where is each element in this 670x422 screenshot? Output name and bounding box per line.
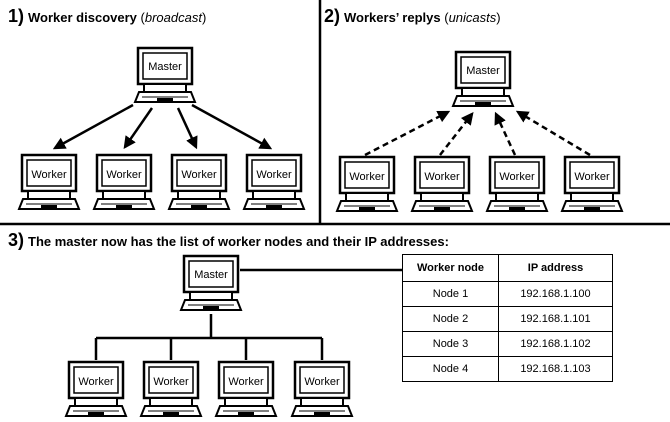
section-1-worker-3: Worker <box>167 153 231 211</box>
broadcast-arrows <box>52 103 273 150</box>
section-1-master-label: Master <box>148 61 182 73</box>
unicast-arrow-1 <box>364 110 451 157</box>
node-name-cell: Node 3 <box>402 331 499 357</box>
section-1-worker-3-label: Worker <box>181 169 217 181</box>
section-2-open-paren: ( <box>444 10 449 25</box>
section-1-worker-1: Worker <box>17 153 81 211</box>
unicast-arrow-4 <box>515 110 591 157</box>
section-3-worker-4: Worker <box>290 360 354 418</box>
section-1-master-computer: Master <box>133 46 197 104</box>
worker-ip-table: Worker node IP address Node 1 192.168.1.… <box>402 254 613 382</box>
broadcast-arrow-3 <box>176 107 198 150</box>
ip-address-column-header: IP address <box>498 254 613 282</box>
section-3-title: The master now has the list of worker no… <box>28 234 449 249</box>
worker-node-column-header: Worker node <box>402 254 499 282</box>
table-row: Node 1 192.168.1.100 <box>402 281 613 307</box>
ip-address-cell: 192.168.1.102 <box>498 331 613 357</box>
section-1-open-paren: ( <box>140 10 145 25</box>
table-row: Node 3 192.168.1.102 <box>402 331 613 357</box>
unicast-arrow-3 <box>494 111 517 156</box>
section-3-worker-4-label: Worker <box>304 376 340 388</box>
section-2-number: 2) <box>324 6 341 26</box>
unicast-arrow-2 <box>439 112 474 156</box>
section-2-worker-4-label: Worker <box>574 171 610 183</box>
section-3-worker-3: Worker <box>214 360 278 418</box>
section-2-worker-1: Worker <box>335 155 399 213</box>
unicast-arrows <box>364 110 591 157</box>
section-2-close-paren: ) <box>496 10 501 25</box>
section-3-master-computer: Master <box>179 254 243 312</box>
section-3-worker-2-label: Worker <box>153 376 189 388</box>
section-1-worker-2: Worker <box>92 153 156 211</box>
section-2-title: Workers’ replys <box>344 10 441 25</box>
broadcast-arrow-2 <box>123 107 154 150</box>
section-1-worker-4: Worker <box>242 153 306 211</box>
section-1-title: Worker discovery <box>28 10 137 25</box>
section-2-worker-2: Worker <box>410 155 474 213</box>
section-3-number: 3) <box>8 230 25 250</box>
section-1-note: broadcast <box>144 10 202 25</box>
section-1-worker-1-label: Worker <box>31 169 67 181</box>
section-2-master-label: Master <box>466 65 500 77</box>
section-2-worker-3-label: Worker <box>499 171 535 183</box>
section-3-worker-2: Worker <box>139 360 203 418</box>
section-1-number: 1) <box>8 6 25 26</box>
table-row: Node 2 192.168.1.101 <box>402 306 613 332</box>
section-1-worker-2-label: Worker <box>106 169 142 181</box>
node-name-cell: Node 1 <box>402 281 499 307</box>
section-2-worker-4: Worker <box>560 155 624 213</box>
section-2-worker-2-label: Worker <box>424 171 460 183</box>
ip-address-cell: 192.168.1.100 <box>498 281 613 307</box>
section-2-master-computer: Master <box>451 50 515 108</box>
section-1-close-paren: ) <box>201 10 207 25</box>
table-header-row: Worker node IP address <box>402 254 613 282</box>
node-name-cell: Node 2 <box>402 306 499 332</box>
section-3-worker-3-label: Worker <box>228 376 264 388</box>
section-3-heading: 3)The master now has the list of worker … <box>8 230 449 251</box>
section-1-heading: 1)Worker discovery (broadcast) <box>8 6 206 27</box>
section-1-worker-4-label: Worker <box>256 169 292 181</box>
section-2-heading: 2)Workers’ replys (unicasts) <box>324 6 501 27</box>
node-name-cell: Node 4 <box>402 356 499 382</box>
section-3-worker-1: Worker <box>64 360 128 418</box>
section-3-worker-1-label: Worker <box>78 376 114 388</box>
ip-address-cell: 192.168.1.101 <box>498 306 613 332</box>
section-2-note: unicasts <box>448 10 497 25</box>
section-2-worker-3: Worker <box>485 155 549 213</box>
table-row: Node 4 192.168.1.103 <box>402 356 613 382</box>
broadcast-arrow-1 <box>52 103 134 150</box>
section-2-worker-1-label: Worker <box>349 171 385 183</box>
section-3-master-label: Master <box>194 269 228 281</box>
tree-connections <box>94 268 402 360</box>
broadcast-arrow-4 <box>191 103 273 150</box>
ip-address-cell: 192.168.1.103 <box>498 356 613 382</box>
